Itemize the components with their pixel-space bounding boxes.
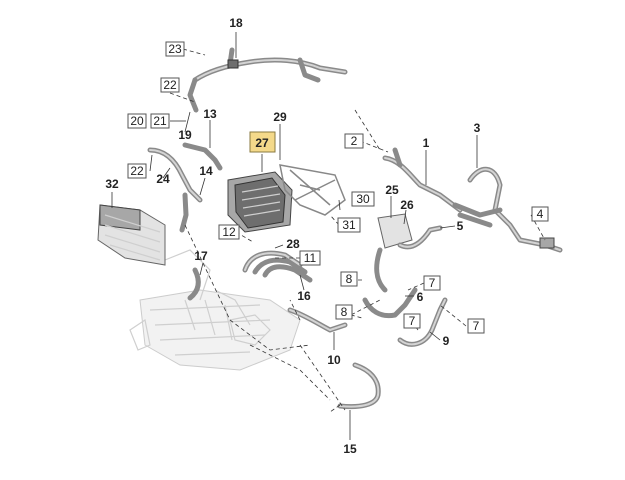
callout-19[interactable]: 19 bbox=[178, 128, 192, 142]
svg-text:18: 18 bbox=[229, 16, 243, 30]
svg-text:15: 15 bbox=[343, 442, 357, 456]
callout-21[interactable]: 21 bbox=[150, 113, 170, 129]
callout-5[interactable]: 5 bbox=[457, 219, 464, 233]
callout-2[interactable]: 2 bbox=[344, 133, 364, 149]
svg-text:11: 11 bbox=[304, 251, 317, 265]
svg-text:19: 19 bbox=[178, 128, 192, 142]
leader-lines bbox=[111, 32, 546, 440]
part-17-hose bbox=[187, 267, 201, 301]
callout-7-upper[interactable]: 7 bbox=[423, 275, 441, 291]
part-32-cooler bbox=[97, 204, 166, 266]
svg-text:16: 16 bbox=[297, 289, 311, 303]
callout-8-lower[interactable]: 8 bbox=[335, 304, 353, 320]
svg-text:26: 26 bbox=[400, 198, 414, 212]
svg-text:3: 3 bbox=[474, 121, 481, 135]
callout-22-upper[interactable]: 22 bbox=[160, 77, 180, 93]
callout-24[interactable]: 24 bbox=[156, 172, 170, 186]
svg-text:10: 10 bbox=[327, 353, 341, 367]
part-1-hose bbox=[382, 147, 463, 213]
callout-10[interactable]: 10 bbox=[327, 353, 341, 367]
svg-text:9: 9 bbox=[443, 334, 450, 348]
callout-8-upper[interactable]: 8 bbox=[340, 271, 358, 287]
ghost-engine-frame bbox=[129, 249, 301, 371]
svg-text:31: 31 bbox=[342, 218, 356, 232]
svg-text:8: 8 bbox=[341, 305, 348, 319]
part-18-upper-hose bbox=[187, 47, 348, 113]
callout-4[interactable]: 4 bbox=[531, 206, 549, 222]
callout-22-lower[interactable]: 22 bbox=[127, 163, 147, 179]
part-13-14-24-hoses bbox=[147, 142, 223, 233]
callout-25[interactable]: 25 bbox=[385, 183, 399, 197]
callout-7-right[interactable]: 7 bbox=[467, 318, 485, 334]
svg-text:22: 22 bbox=[163, 78, 177, 92]
svg-text:8: 8 bbox=[346, 272, 353, 286]
callout-14[interactable]: 14 bbox=[199, 164, 213, 178]
callout-20[interactable]: 20 bbox=[127, 113, 147, 129]
callout-17[interactable]: 17 bbox=[194, 249, 208, 263]
svg-text:28: 28 bbox=[286, 237, 300, 251]
svg-text:5: 5 bbox=[457, 219, 464, 233]
callout-29[interactable]: 29 bbox=[273, 110, 287, 124]
svg-text:27: 27 bbox=[255, 136, 269, 150]
callout-16[interactable]: 16 bbox=[297, 289, 311, 303]
callout-7-middle[interactable]: 7 bbox=[403, 313, 421, 329]
callout-3[interactable]: 3 bbox=[474, 121, 481, 135]
svg-text:13: 13 bbox=[203, 107, 217, 121]
svg-text:29: 29 bbox=[273, 110, 287, 124]
svg-text:1: 1 bbox=[423, 136, 430, 150]
callout-6[interactable]: 6 bbox=[417, 290, 424, 304]
callout-26[interactable]: 26 bbox=[400, 198, 414, 212]
svg-text:14: 14 bbox=[199, 164, 213, 178]
callout-11[interactable]: 11 bbox=[299, 250, 321, 266]
part-11-16-hose-group bbox=[242, 250, 313, 283]
svg-text:12: 12 bbox=[222, 225, 236, 239]
svg-text:7: 7 bbox=[409, 314, 416, 328]
callout-30[interactable]: 30 bbox=[351, 191, 375, 207]
svg-text:23: 23 bbox=[168, 42, 182, 56]
callout-28[interactable]: 28 bbox=[286, 237, 300, 251]
callout-31[interactable]: 31 bbox=[337, 217, 361, 233]
callout-27-highlighted[interactable]: 27 bbox=[249, 131, 276, 153]
routing-lines bbox=[184, 109, 381, 413]
svg-text:2: 2 bbox=[351, 134, 358, 148]
svg-text:30: 30 bbox=[356, 192, 370, 206]
callout-15[interactable]: 15 bbox=[343, 442, 357, 456]
svg-text:22: 22 bbox=[130, 164, 144, 178]
svg-text:21: 21 bbox=[153, 114, 167, 128]
callout-18[interactable]: 18 bbox=[229, 16, 243, 30]
svg-text:6: 6 bbox=[417, 290, 424, 304]
callout-9[interactable]: 9 bbox=[443, 334, 450, 348]
part-6-8-9-hoses bbox=[362, 287, 448, 347]
svg-text:25: 25 bbox=[385, 183, 399, 197]
callout-32[interactable]: 32 bbox=[105, 177, 119, 191]
callout-1[interactable]: 1 bbox=[423, 136, 430, 150]
part-27-module bbox=[227, 171, 293, 233]
svg-text:20: 20 bbox=[130, 114, 144, 128]
callout-13[interactable]: 13 bbox=[203, 107, 217, 121]
callout-23[interactable]: 23 bbox=[165, 41, 185, 57]
part-25-26-pump bbox=[374, 213, 443, 293]
part-3-4-hoses bbox=[452, 166, 563, 253]
svg-text:32: 32 bbox=[105, 177, 119, 191]
part-15-hose bbox=[337, 362, 381, 410]
svg-text:24: 24 bbox=[156, 172, 170, 186]
svg-text:17: 17 bbox=[194, 249, 208, 263]
callout-12[interactable]: 12 bbox=[218, 224, 240, 240]
part-29-bracket bbox=[279, 164, 346, 216]
svg-text:4: 4 bbox=[537, 207, 544, 221]
svg-text:7: 7 bbox=[473, 319, 480, 333]
svg-text:7: 7 bbox=[429, 276, 436, 290]
part-10-hose bbox=[287, 307, 348, 333]
